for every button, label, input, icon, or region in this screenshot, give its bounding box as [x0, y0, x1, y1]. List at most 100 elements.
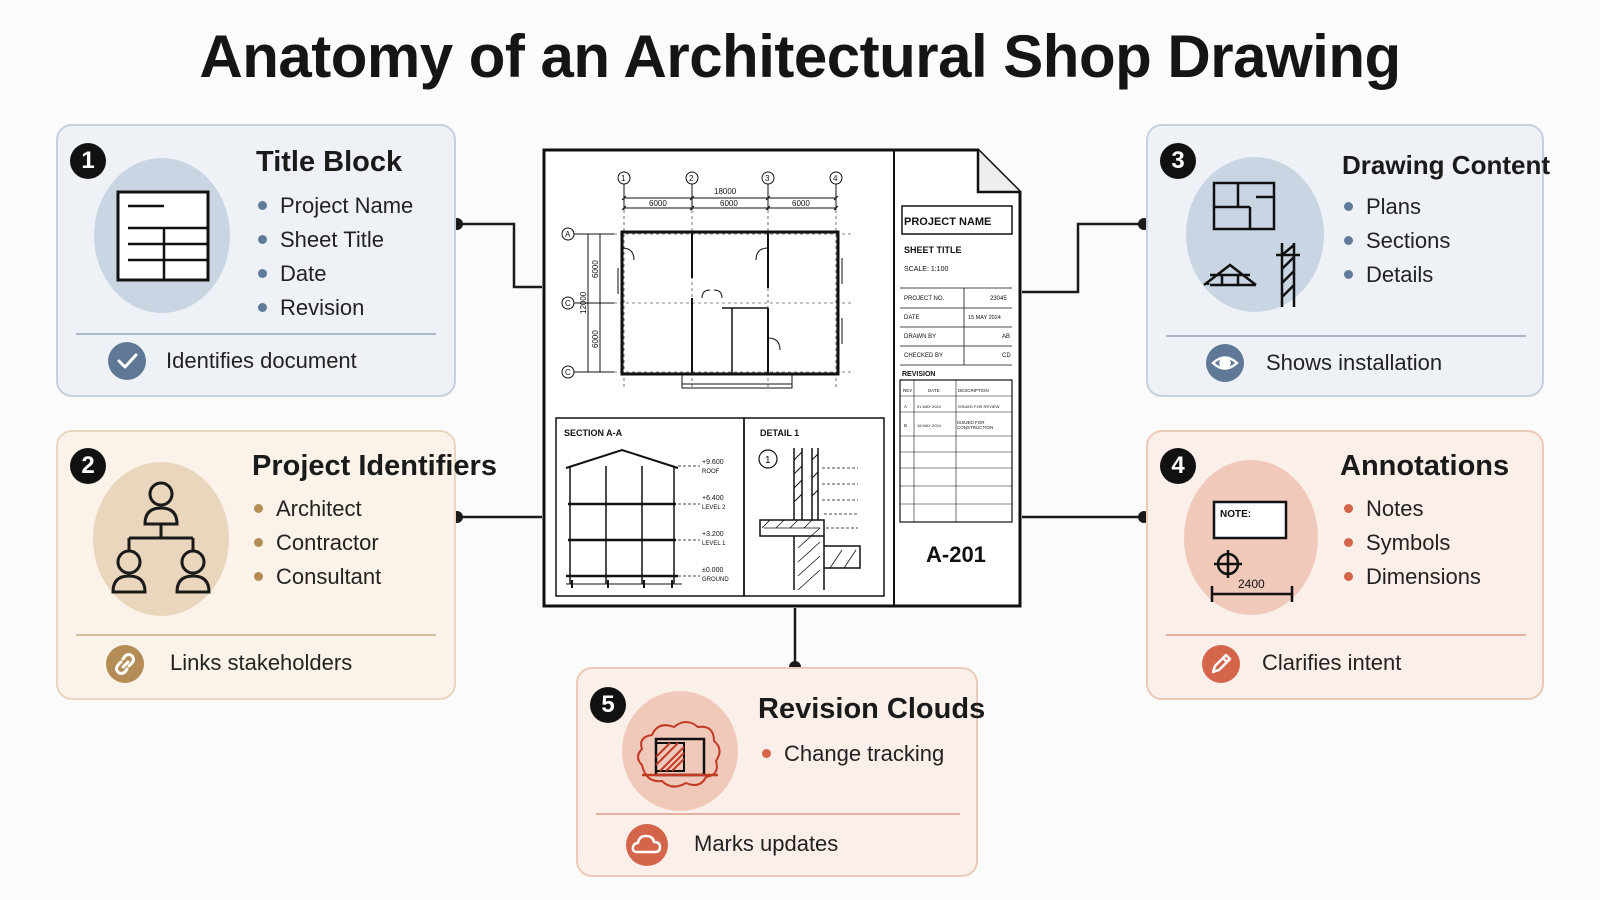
svg-text:1: 1	[621, 174, 626, 183]
eye-icon	[1206, 344, 1244, 382]
svg-text:6000: 6000	[649, 199, 667, 208]
svg-text:C: C	[565, 368, 571, 377]
svg-text:REVISION: REVISION	[902, 371, 935, 378]
svg-text:23045: 23045	[990, 296, 1007, 302]
svg-text:ROOF: ROOF	[702, 469, 720, 475]
svg-text:PROJECT NAME: PROJECT NAME	[904, 216, 991, 228]
card-bullet-list: Change tracking	[762, 737, 944, 771]
card-footer-text: Links stakeholders	[170, 650, 353, 675]
drawing-content-card: 3 Drawing Content Plans Sections Details…	[1146, 124, 1550, 397]
card-title: Annotations	[1340, 450, 1510, 482]
card-bullet-list: Project Name Sheet Title Date Revision	[258, 189, 413, 325]
floor-plan-icon	[1186, 157, 1324, 312]
svg-text:LEVEL 1: LEVEL 1	[702, 541, 726, 547]
list-item: Revision	[258, 291, 413, 325]
svg-text:AB: AB	[1002, 334, 1010, 340]
step-number-badge: 2	[70, 448, 106, 484]
step-number-badge: 3	[1160, 143, 1196, 179]
shop-drawing-sheet: 1 2 3 4 A C C 18000 6000 6000 6000 12000…	[542, 148, 1022, 608]
revision-cloud-icon	[622, 691, 738, 811]
card-divider	[1166, 335, 1526, 337]
svg-text:6000: 6000	[720, 199, 738, 208]
card-title: Title Block	[256, 146, 403, 178]
svg-text:6000: 6000	[792, 199, 810, 208]
org-chart-icon	[93, 462, 229, 616]
svg-text:15 MAY 2024: 15 MAY 2024	[917, 423, 942, 428]
card-footer-text: Marks updates	[694, 831, 839, 856]
section-level-labels: +9.600 ROOF +6.400 LEVEL 2 +3.200 LEVEL …	[702, 459, 729, 583]
plan-labels: 1 2 3 4 A C C 18000 6000 6000 6000 12000…	[565, 174, 838, 377]
list-item: Change tracking	[762, 737, 944, 771]
card-divider	[596, 813, 960, 815]
svg-text:2400: 2400	[1238, 577, 1265, 591]
card-bullet-list: Plans Sections Details	[1344, 190, 1450, 292]
pencil-icon	[1202, 645, 1240, 683]
title-block-panel	[899, 205, 1013, 523]
svg-text:DATE: DATE	[928, 388, 940, 393]
card-title: Drawing Content	[1342, 150, 1550, 180]
list-item: Symbols	[1344, 526, 1481, 560]
list-item: Plans	[1344, 190, 1450, 224]
svg-text:A: A	[565, 230, 571, 239]
revision-description: ISSUED FOR CONSTRUCTION	[957, 420, 994, 430]
svg-text:+3.200: +3.200	[702, 531, 724, 538]
card-divider	[76, 634, 436, 636]
card-bullet-list: Architect Contractor Consultant	[254, 492, 381, 594]
step-number-badge: 1	[70, 143, 106, 179]
svg-text:LEVEL 2: LEVEL 2	[702, 505, 726, 511]
list-item: Architect	[254, 492, 381, 526]
table-icon	[94, 158, 230, 313]
title-block-card: 1 Title Block Project Name Sheet Title D…	[56, 124, 456, 397]
card-footer-text: Identifies document	[166, 348, 357, 373]
page-title: Anatomy of an Architectural Shop Drawing	[199, 23, 1401, 90]
cloud-icon	[626, 824, 668, 866]
svg-text:ISSUED FOR REVIEW: ISSUED FOR REVIEW	[958, 404, 1000, 409]
svg-text:6000: 6000	[591, 260, 600, 278]
svg-text:B: B	[904, 423, 907, 428]
svg-text:+6.400: +6.400	[702, 495, 724, 502]
svg-text:CD: CD	[1002, 353, 1011, 359]
svg-text:4: 4	[833, 174, 838, 183]
list-item: Date	[258, 257, 413, 291]
sheet-number: A-201	[926, 542, 986, 567]
revision-clouds-card: 5 Revision Clouds Change tracking Marks …	[576, 667, 985, 877]
detail-view-frame	[743, 417, 885, 597]
detail-title: DETAIL 1	[760, 428, 799, 438]
svg-text:DATE: DATE	[904, 315, 920, 321]
card-footer-text: Shows installation	[1266, 350, 1443, 375]
annotations-card: 4 NOTE: 2400 Annotations Notes Symbols D…	[1146, 430, 1544, 700]
detail-marker: 1	[765, 455, 771, 466]
card-divider	[76, 333, 436, 335]
step-number-badge: 4	[1160, 448, 1196, 484]
section-drawing	[565, 448, 700, 588]
svg-text:SHEET TITLE: SHEET TITLE	[904, 245, 962, 255]
svg-text:15 MAY 2024: 15 MAY 2024	[968, 315, 1001, 321]
svg-text:2: 2	[689, 174, 694, 183]
svg-text:±0.000: ±0.000	[702, 567, 723, 574]
list-item: Sections	[1344, 224, 1450, 258]
list-item: Notes	[1344, 492, 1481, 526]
svg-text:C: C	[565, 299, 571, 308]
card-title: Revision Clouds	[758, 693, 986, 725]
svg-text:6000: 6000	[591, 330, 600, 348]
svg-text:DRAWN BY: DRAWN BY	[904, 334, 936, 340]
svg-text:18000: 18000	[714, 187, 737, 196]
title-block-text: PROJECT NAME SHEET TITLE SCALE: 1:100 PR…	[902, 216, 1011, 567]
connector-title-block	[447, 222, 542, 289]
link-icon	[106, 645, 144, 683]
svg-text:+9.600: +9.600	[702, 459, 724, 466]
svg-text:NOTE:: NOTE:	[1220, 509, 1251, 520]
svg-text:12000: 12000	[579, 291, 588, 314]
card-divider	[1166, 634, 1526, 636]
connector-drawing-content	[1022, 222, 1145, 294]
svg-text:01 MAY 2024: 01 MAY 2024	[917, 404, 942, 409]
list-item: Consultant	[254, 560, 381, 594]
svg-text:GROUND: GROUND	[702, 577, 729, 583]
section-title: SECTION A-A	[564, 428, 623, 438]
svg-text:3: 3	[765, 174, 770, 183]
svg-text:CHECKED BY: CHECKED BY	[904, 353, 943, 359]
list-item: Project Name	[258, 189, 413, 223]
project-identifiers-card: 2 Project Identifiers Architect Contract…	[56, 430, 497, 700]
card-title: Project Identifiers	[252, 450, 497, 482]
detail-drawing	[759, 448, 861, 591]
